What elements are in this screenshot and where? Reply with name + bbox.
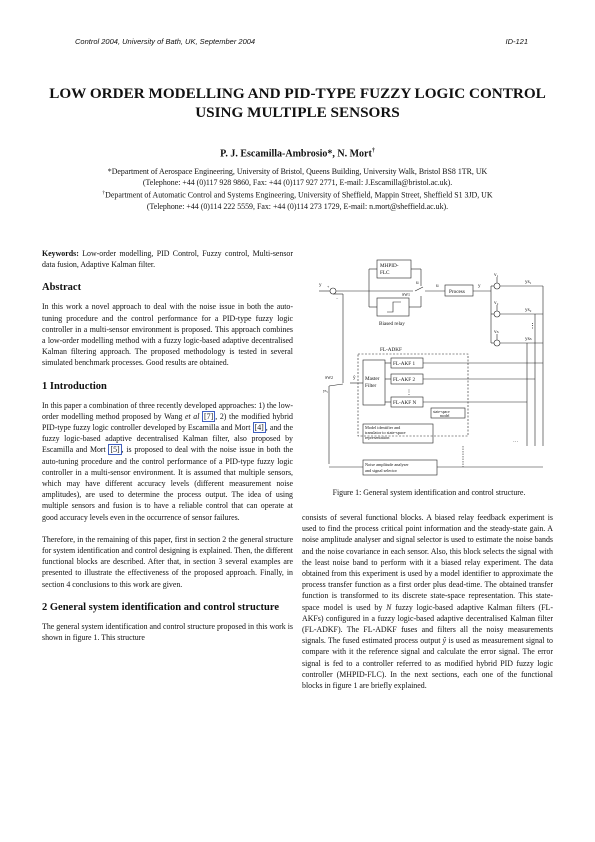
figure-1-caption: Figure 1: General system identification … — [332, 488, 526, 497]
affiliation-1-contact: (Telephone: +44 (0)117 928 9860, Fax: +4… — [142, 178, 453, 188]
model-identifier-label-3: representation — [365, 435, 390, 440]
noise-analyser-label-1: Noise amplitude analyser — [365, 462, 409, 467]
body-text: consists of several functional blocks. A… — [302, 513, 553, 612]
left-column: Keywords: Low-order modelling, PID Contr… — [42, 248, 293, 643]
paper-id: ID-121 — [505, 37, 528, 46]
running-header-left: Control 2004, University of Bath, UK, Se… — [75, 37, 256, 46]
citation-7[interactable]: [7] — [202, 410, 216, 422]
sensor-dots: ⋮ — [529, 322, 536, 330]
affiliation-mark: † — [102, 190, 106, 197]
abstract-text: In this work a novel approach to deal wi… — [42, 302, 293, 368]
selected-signal-label: ys₁ — [323, 388, 329, 393]
noise-analyser-label-2: and signal selector — [365, 468, 398, 473]
bus-dots: … — [513, 438, 518, 444]
sensor-2-junction — [493, 310, 501, 318]
process-label: Process — [449, 289, 465, 295]
state-space-label: state-space — [433, 410, 450, 414]
sensor-ys1-label: ys₁ — [525, 279, 532, 285]
sensor-1-junction — [493, 282, 501, 290]
affiliation-2: †Department of Automatic Control and Sys… — [40, 188, 555, 201]
u-signal-label: u — [436, 283, 439, 289]
model-identifier-label-1: Model identifier and — [365, 425, 401, 430]
sensor-ysn-label: ysₙ — [525, 336, 532, 342]
author-mark: † — [371, 148, 375, 154]
master-label: Master — [365, 376, 380, 382]
variable-n: N — [386, 602, 392, 612]
noise-vn-label: vₙ — [494, 329, 499, 335]
flc-label: FLC — [380, 270, 390, 276]
citation-5[interactable]: [5] — [108, 444, 122, 456]
intro-paragraph-2: Therefore, in the remaining of this pape… — [42, 534, 293, 589]
flakf-dots: ⋮ — [406, 390, 412, 396]
flakf-1-label: FL-AKF 1 — [393, 361, 415, 367]
paper-title: LOW ORDER MODELLING AND PID-TYPE FUZZY L… — [49, 85, 546, 121]
body-text: is used as measurement signal to compare… — [302, 636, 553, 691]
intro-text: , and the fuzzy logic-based adaptive dec… — [42, 423, 294, 455]
mhpid-label: MHPID- — [380, 263, 399, 269]
state-space-model-block — [430, 407, 466, 419]
estimated-output-label: ŷ — [353, 375, 356, 381]
sensor-ys2-label: ys₂ — [525, 307, 532, 313]
filter-label: Filter — [365, 383, 377, 389]
affiliation-2-text: Department of Automatic Control and Syst… — [105, 191, 493, 201]
u-label: u — [416, 280, 419, 286]
master-filter-block — [362, 359, 386, 406]
noise-v1-label: v₁ — [494, 272, 499, 278]
affiliation-2-contact: (Telephone: +44 (0)114 222 5559, Fax: +4… — [146, 202, 449, 212]
keywords-label: Keywords: — [42, 249, 79, 258]
biased-relay-label: Biased relay — [379, 321, 405, 327]
section-1-heading: 1 Introduction — [42, 380, 107, 392]
intro-paragraph-1: In this paper a combination of three rec… — [42, 400, 293, 523]
authors: P. J. Escamilla-Ambrosio*, N. Mort† — [40, 148, 555, 159]
flakf-n-label: FL-AKF N — [393, 400, 416, 406]
section-2-paragraph-1: The general system identification and co… — [42, 621, 293, 643]
reference-signal-label: y — [319, 282, 322, 288]
flakf-2-label: FL-AKF 2 — [393, 377, 415, 383]
fladkf-label: FL-ADKF — [380, 347, 402, 353]
noise-v2-label: v₂ — [494, 300, 499, 306]
author-names: P. J. Escamilla-Ambrosio*, N. Mort — [220, 148, 372, 160]
model-identifier-label-2: translator to state-space — [365, 430, 406, 435]
error-summing-junction — [329, 287, 337, 295]
citation-4[interactable]: [4] — [252, 422, 266, 434]
variable-yhat: ŷ — [442, 636, 447, 646]
figure-1-diagram: MHPID- FLC y + u SW1 u Biased relay Proc… — [319, 259, 544, 476]
body-text: fuzzy logic-based adaptive Kalman filter… — [302, 602, 553, 646]
noise-analyser-block — [362, 459, 438, 476]
section-2-paragraph-continued: consists of several functional blocks. A… — [302, 512, 553, 691]
y-label: y — [478, 283, 481, 289]
sensor-n-junction — [493, 339, 501, 347]
sum-plus: + — [327, 284, 330, 289]
keywords: Keywords: Low-order modelling, PID Contr… — [42, 248, 293, 270]
affiliations: *Department of Aerospace Engineering, Un… — [40, 166, 555, 212]
sw2-label: SW2 — [325, 375, 333, 380]
intro-text: , 2) the modified hybrid PID-type fuzzy … — [42, 411, 293, 433]
fladkf-block — [357, 353, 469, 437]
section-2-heading: 2 General system identification and cont… — [42, 601, 280, 613]
sum-minus: − — [336, 296, 339, 301]
affiliation-1: *Department of Aerospace Engineering, Un… — [107, 167, 488, 176]
intro-text: , is proposed to deal with the noise iss… — [42, 445, 293, 522]
abstract-heading: Abstract — [42, 282, 82, 294]
keywords-text: Low-order modelling, PID Control, Fuzzy … — [42, 249, 293, 270]
intro-etal: et al — [184, 411, 200, 421]
right-column: consists of several functional blocks. A… — [302, 512, 553, 691]
intro-text: In this paper a combination of three rec… — [42, 400, 293, 421]
model-identifier-block — [362, 423, 434, 444]
sw1-label: SW1 — [402, 292, 410, 297]
state-space-model-label: model — [440, 414, 450, 418]
process-block — [444, 284, 474, 297]
